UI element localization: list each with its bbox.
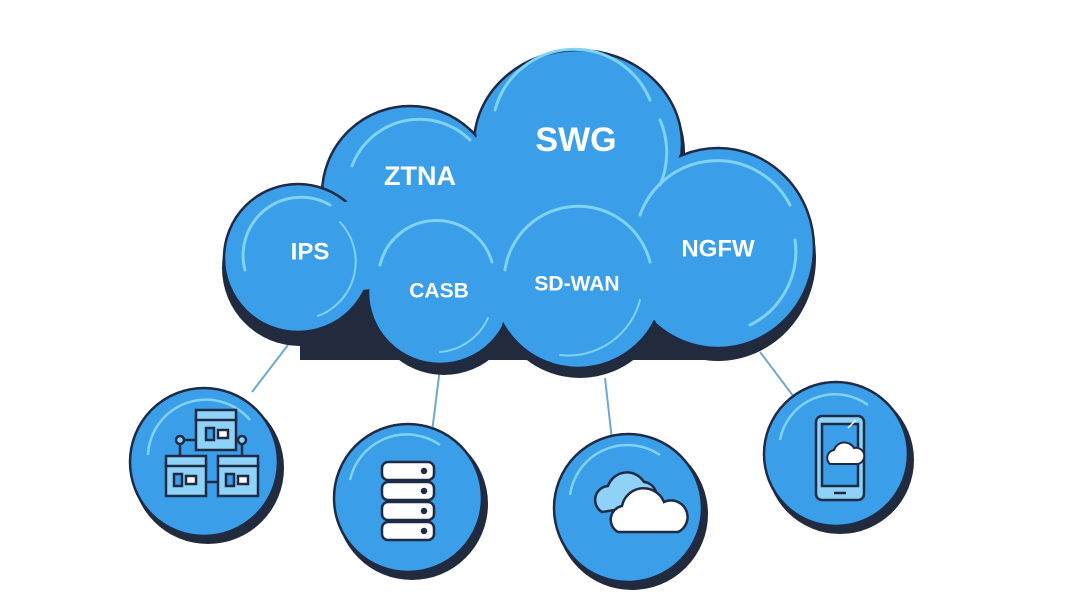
endpoint-cloud: [552, 432, 708, 590]
database-icon: [380, 460, 436, 542]
endpoint-branch-offices: [128, 386, 284, 544]
service-label-ngfw: NGFW: [681, 235, 755, 262]
branch-offices-icon: [164, 408, 260, 498]
connector-line: [251, 344, 289, 393]
service-labels: SWG ZTNA IPS CASB SD-WAN NGFW: [291, 121, 755, 303]
service-label-ztna: ZTNA: [384, 161, 456, 191]
service-label-sdwan: SD-WAN: [534, 273, 619, 296]
endpoint-database: [332, 422, 488, 580]
endpoint-mobile-device: [762, 380, 914, 534]
cloud-lobes: [370, 52, 812, 366]
service-label-casb: CASB: [409, 280, 469, 303]
connector-line: [431, 367, 441, 433]
service-label-swg: SWG: [535, 121, 616, 159]
cloud-icon: [593, 471, 689, 534]
cloud-rings: [241, 47, 798, 357]
mobile-device-icon: [814, 414, 866, 502]
service-label-ips: IPS: [291, 238, 330, 265]
connector-line: [604, 377, 613, 441]
